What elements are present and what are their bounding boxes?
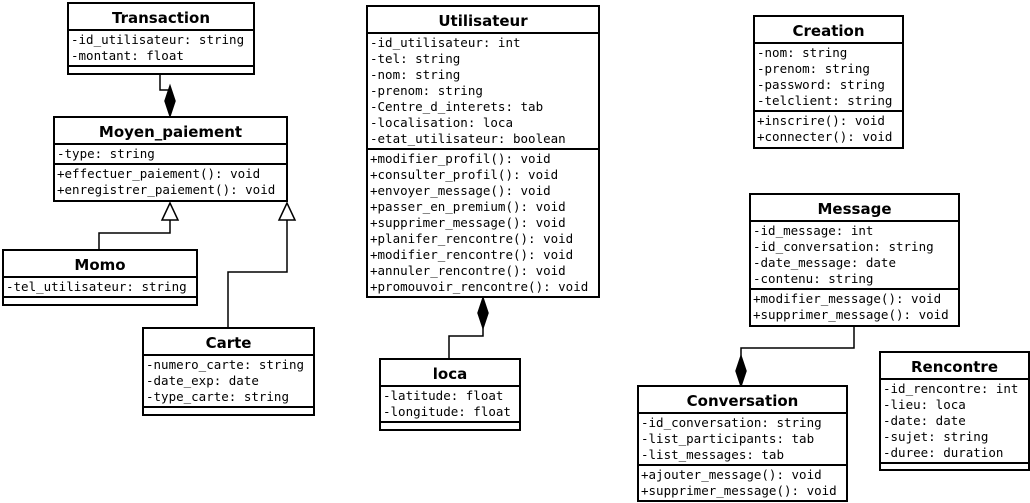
attribute: -prenom: string [757,61,870,76]
attribute: -etat_utilisateur: boolean [370,131,566,146]
method: +effectuer_paiement(): void [57,166,261,181]
methods-section [381,423,519,429]
composition-diamond-conversation [735,353,747,389]
class-conversation: Conversation -id_conversation: string -l… [637,385,848,502]
method: +envoyer_message(): void [370,183,551,198]
class-name: Moyen_paiement [55,118,286,145]
methods-section [881,464,1028,469]
method: +passer_en_premium(): void [370,199,566,214]
methods-section: +ajouter_message(): void +supprimer_mess… [639,466,846,500]
attributes-section: -numero_carte: string -date_exp: date -t… [144,356,313,408]
attribute: -id_conversation: string [753,239,934,254]
class-loca: loca -latitude: float -longitude: float [379,358,521,431]
generalization-arrow-momo [160,201,180,221]
attribute: -type: string [57,146,155,161]
methods-section: +inscrire(): void +connecter(): void [755,112,902,146]
attribute: -tel: string [370,51,461,66]
attribute: -id_utilisateur: string [71,32,245,47]
attribute: -localisation: loca [370,115,513,130]
attribute: -longitude: float [383,404,511,419]
attribute: -id_message: int [753,223,874,238]
attribute: -montant: float [71,48,184,63]
generalization-line-momo [98,220,171,250]
attribute: -type_carte: string [146,389,289,404]
method: +connecter(): void [757,129,893,144]
attribute: -duree: duration [883,445,1004,460]
class-transaction: Transaction -id_utilisateur: string -mon… [67,2,255,75]
attribute: -latitude: float [383,388,504,403]
methods-section [144,408,313,414]
class-creation: Creation -nom: string -prenom: string -p… [753,15,904,149]
attributes-section: -id_utilisateur: string -montant: float [69,31,253,67]
methods-section [4,298,196,304]
methods-section: +effectuer_paiement(): void +enregistrer… [55,165,286,199]
methods-section: +modifier_message(): void +supprimer_mes… [751,290,958,324]
method: +modifier_rencontre(): void [370,247,574,262]
class-name: Transaction [69,4,253,31]
class-name: Rencontre [881,353,1028,380]
attribute: -prenom: string [370,83,483,98]
method: +promouvoir_rencontre(): void [370,279,589,294]
attribute: -nom: string [757,45,848,60]
attributes-section: -nom: string -prenom: string -password: … [755,44,902,112]
method: +modifier_profil(): void [370,151,551,166]
attribute: -list_participants: tab [641,431,815,446]
method: +planifer_rencontre(): void [370,231,574,246]
method: +modifier_message(): void [753,291,942,306]
class-name: Message [751,195,958,222]
attributes-section: -type: string [55,145,286,165]
attribute: -Centre_d_interets: tab [370,99,544,114]
attribute: -id_conversation: string [641,415,822,430]
method: +enregistrer_paiement(): void [57,182,276,197]
attribute: -date: date [883,413,966,428]
attribute: -password: string [757,77,885,92]
attribute: -date_message: date [753,255,896,270]
attribute: -contenu: string [753,271,874,286]
class-name: Momo [4,251,196,278]
class-name: Carte [144,329,313,356]
class-momo: Momo -tel_utilisateur: string [2,249,198,306]
class-message: Message -id_message: int -id_conversatio… [749,193,960,327]
attribute: -telclient: string [757,93,893,108]
methods-section [69,67,253,73]
class-rencontre: Rencontre -id_rencontre: int -lieu: loca… [879,351,1030,471]
class-carte: Carte -numero_carte: string -date_exp: d… [142,327,315,416]
attribute: -sujet: string [883,429,989,444]
class-name: Utilisateur [368,7,598,34]
attributes-section: -tel_utilisateur: string [4,278,196,298]
attributes-section: -id_rencontre: int -lieu: loca -date: da… [881,380,1028,464]
method: +consulter_profil(): void [370,167,559,182]
composition-diamond-utilisateur [477,295,489,331]
attribute: -date_exp: date [146,373,259,388]
attribute: -lieu: loca [883,397,966,412]
composition-line-loca [448,328,484,359]
attribute: -nom: string [370,67,461,82]
attributes-section: -id_utilisateur: int -tel: string -nom: … [368,34,598,150]
class-name: loca [381,360,519,387]
attributes-section: -latitude: float -longitude: float [381,387,519,423]
class-moyen-paiement: Moyen_paiement -type: string +effectuer_… [53,116,288,202]
attribute: -tel_utilisateur: string [6,279,187,294]
methods-section: +modifier_profil(): void +consulter_prof… [368,150,598,296]
class-utilisateur: Utilisateur -id_utilisateur: int -tel: s… [366,5,600,298]
class-name: Creation [755,17,902,44]
attribute: -numero_carte: string [146,357,305,372]
class-name: Conversation [639,387,846,414]
method: +supprimer_message(): void [370,215,566,230]
attribute: -id_rencontre: int [883,381,1019,396]
method: +inscrire(): void [757,113,885,128]
method: +ajouter_message(): void [641,467,822,482]
composition-line-message [740,326,855,356]
attribute: -id_utilisateur: int [370,35,521,50]
generalization-arrow-carte [277,201,297,221]
generalization-line-carte [227,220,288,328]
method: +supprimer_message(): void [641,483,837,498]
method: +supprimer_message(): void [753,307,949,322]
method: +annuler_rencontre(): void [370,263,566,278]
attribute: -list_messages: tab [641,447,784,462]
attributes-section: -id_conversation: string -list_participa… [639,414,846,466]
attributes-section: -id_message: int -id_conversation: strin… [751,222,958,290]
